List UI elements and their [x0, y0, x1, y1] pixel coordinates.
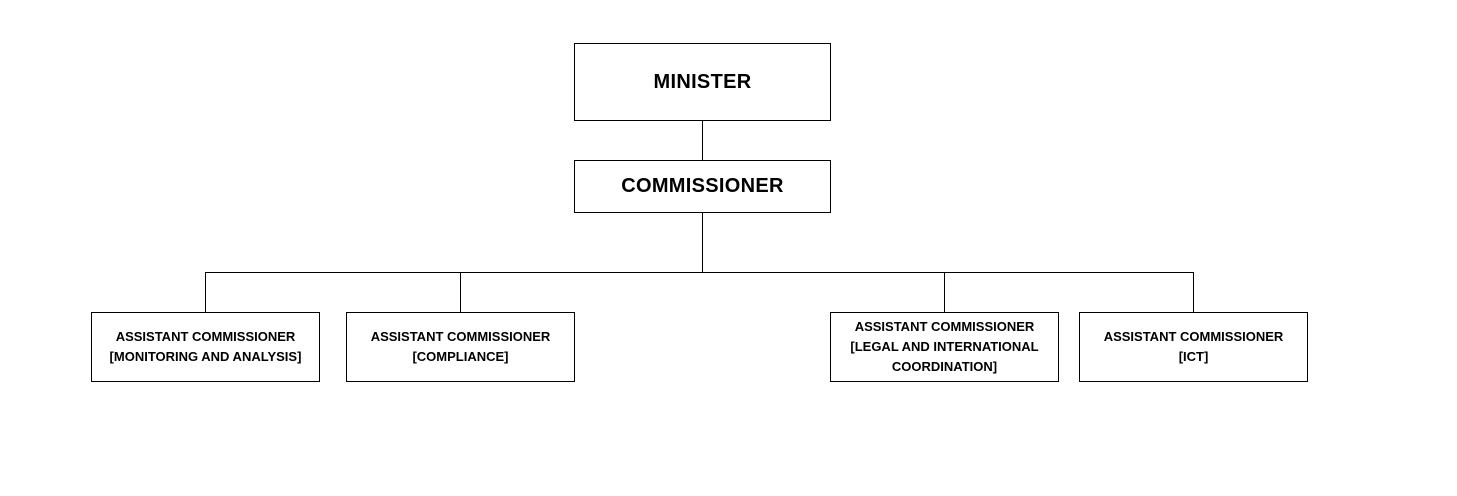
minister-title: MINISTER — [653, 70, 752, 93]
assistant-commissioner-title: ASSISTANT COMMISSIONER — [115, 329, 296, 344]
assistant-commissioner-title: ASSISTANT COMMISSIONER — [370, 329, 551, 344]
assistant-commissioner-compliance-box: ASSISTANT COMMISSIONER [COMPLIANCE] — [346, 312, 575, 382]
assistant-commissioner-department: [LEGAL AND INTERNATIONAL — [850, 339, 1039, 354]
assistant-commissioner-department: [ICT] — [1178, 349, 1209, 364]
minister-box: MINISTER — [574, 43, 831, 121]
assistant-commissioner-legal-box: ASSISTANT COMMISSIONER [LEGAL AND INTERN… — [830, 312, 1059, 382]
assistant-commissioner-title: ASSISTANT COMMISSIONER — [1103, 329, 1284, 344]
assistant-commissioner-ict-box: ASSISTANT COMMISSIONER [ICT] — [1079, 312, 1308, 382]
commissioner-box: COMMISSIONER — [574, 160, 831, 213]
assistant-commissioner-title: ASSISTANT COMMISSIONER — [854, 319, 1035, 334]
commissioner-title: COMMISSIONER — [621, 175, 784, 197]
assistant-commissioner-department-cont: COORDINATION] — [891, 359, 998, 374]
assistant-commissioner-monitoring-box: ASSISTANT COMMISSIONER [MONITORING AND A… — [91, 312, 320, 382]
assistant-commissioner-department: [COMPLIANCE] — [412, 349, 509, 364]
assistant-commissioner-department: [MONITORING AND ANALYSIS] — [109, 349, 302, 364]
